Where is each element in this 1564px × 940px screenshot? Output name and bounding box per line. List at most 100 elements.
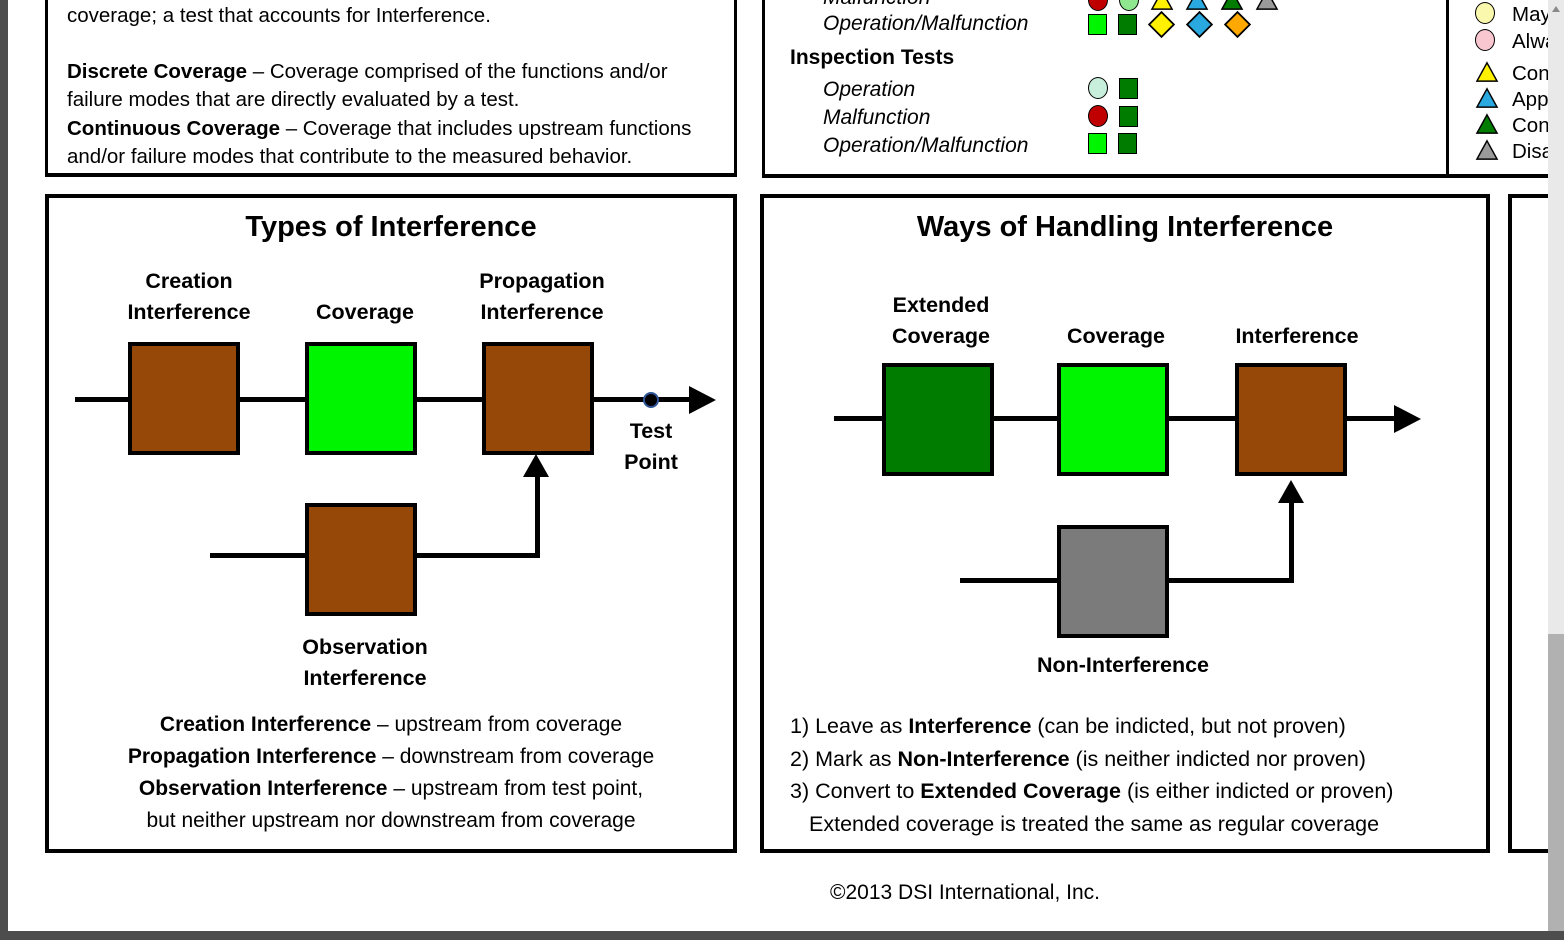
test-row-icons [1088, 77, 1138, 99]
arrowhead-up-icon [523, 454, 549, 477]
scroll-up-button[interactable] [1548, 0, 1564, 18]
legend-icon [1475, 2, 1495, 24]
noninterference-feed-riser [1289, 501, 1294, 583]
arrowhead-up-icon [1278, 480, 1304, 503]
inspection-row-malfunction: Malfunction [765, 105, 1446, 132]
test-point-dot [643, 392, 659, 408]
label-line: Coverage [892, 324, 990, 348]
legend-icon [1475, 113, 1499, 135]
gray-triangle-icon [1255, 0, 1279, 10]
definition-continuous: Continuous Coverage – Coverage that incl… [67, 115, 727, 172]
dark-green-triangle-icon [1475, 113, 1499, 134]
panel-title: Ways of Handling Interference [916, 211, 1334, 243]
ways-of-handling-interference-panel: Ways of Handling Interference Extended C… [760, 194, 1490, 853]
light-green-circle-icon [1119, 0, 1139, 11]
definition-line: Creation Interference – upstream from co… [49, 709, 733, 741]
option-text: (is neither indicted nor proven) [1069, 746, 1366, 771]
pale-yellow-circle-icon [1475, 2, 1495, 24]
interference-label: Interference [1235, 324, 1359, 348]
interference-box [1235, 363, 1347, 476]
label-line: Creation [145, 269, 233, 293]
option-line: 3) Convert to Extended Coverage (is eith… [790, 775, 1393, 808]
option-text: (is either indicted or proven) [1120, 779, 1394, 803]
vertical-scrollbar[interactable] [1548, 0, 1564, 940]
test-row-operation-malfunction: Operation/Malfunction [765, 11, 1446, 38]
yellow-triangle-icon [1150, 0, 1174, 10]
definition-text: – downstream from coverage [376, 745, 655, 768]
yellow-triangle-icon [1475, 61, 1499, 82]
dark-green-triangle-icon [1220, 0, 1244, 10]
dark-green-square-icon [1119, 77, 1138, 99]
gray-triangle-icon [1475, 139, 1499, 160]
definition-note: but neither upstream nor downstream from… [146, 809, 636, 832]
legend-label: May [1512, 3, 1551, 26]
label-line: Observation [302, 635, 428, 659]
dark-green-square-icon [1118, 14, 1137, 35]
coverage-box [305, 342, 417, 455]
legend-item: Apply [1449, 87, 1564, 114]
creation-interference-label: Creation Interference [89, 266, 289, 328]
test-row-icons [1088, 0, 1279, 11]
test-row-label: Malfunction [823, 106, 931, 129]
legend-icon [1475, 61, 1499, 83]
bright-green-square-icon [1088, 14, 1107, 35]
legend-icon [1475, 139, 1499, 161]
blue-triangle-icon [1475, 87, 1499, 108]
scrollbar-thumb[interactable] [1548, 634, 1564, 931]
test-types-panel: Malfunction Operation/Malfunction Inspec… [762, 0, 1446, 178]
extended-coverage-box [882, 363, 994, 476]
propagation-interference-box [482, 342, 594, 455]
label-line: Interference [127, 300, 251, 324]
test-row-icons [1088, 133, 1137, 154]
coverage-label: Coverage [1067, 324, 1165, 348]
legend-item: Conv [1449, 113, 1564, 140]
blue-triangle-icon [1185, 0, 1209, 10]
interference-definitions: Creation Interference – upstream from co… [49, 709, 733, 837]
definition-term: Creation Interference [159, 713, 372, 736]
test-point-label: Test Point [586, 416, 716, 478]
test-row-icons [1088, 11, 1251, 38]
definition-text: – upstream from test point, [387, 777, 644, 800]
mint-circle-icon [1088, 77, 1108, 99]
label-line: Interference [303, 666, 427, 690]
non-interference-label: Non-Interference [1036, 653, 1210, 677]
red-circle-icon [1088, 0, 1108, 11]
label-line: Point [624, 450, 678, 474]
label-line: Test [629, 419, 673, 443]
dark-green-square-icon [1118, 133, 1137, 154]
red-circle-icon [1088, 105, 1108, 127]
legend-icon [1475, 29, 1495, 51]
propagation-interference-label: Propagation Interference [442, 266, 642, 328]
inspection-row-operation: Operation [765, 77, 1446, 104]
coverage-definitions-panel: coverage; a test that accounts for Inter… [45, 0, 737, 177]
option-text: 2) Mark as [790, 746, 898, 771]
option-text: 1) Leave as [790, 714, 909, 738]
test-row-clipped: Malfunction [765, 0, 1446, 12]
definition-line: Propagation Interference – downstream fr… [49, 741, 733, 773]
option-note: Extended coverage is treated the same as… [809, 811, 1380, 836]
window-bottom-edge [0, 931, 1564, 940]
test-row-icons [1088, 105, 1138, 127]
legend-label: Conv [1512, 114, 1560, 137]
option-line: 1) Leave as Interference (can be indicte… [790, 710, 1393, 743]
pink-circle-icon [1475, 29, 1495, 51]
label-line: Interference [480, 300, 604, 324]
definition-text: – Coverage that includes upstream functi… [67, 116, 692, 169]
blue-diamond-icon [1186, 11, 1213, 38]
arrowhead-right-icon [1394, 405, 1421, 433]
intro-text: coverage; a test that accounts for Inter… [67, 4, 491, 27]
option-line: 2) Mark as Non-Interference (is neither … [790, 743, 1393, 776]
legend-item: Contr [1449, 61, 1564, 88]
types-of-interference-panel: Types of Interference Creation Interfere… [45, 194, 737, 853]
legend-item: Disab [1449, 139, 1564, 166]
definition-term: Observation Interference [138, 777, 388, 800]
yellow-diamond-icon [1148, 11, 1175, 38]
non-interference-box [1057, 525, 1169, 638]
inspection-row-operation-malfunction: Operation/Malfunction [765, 133, 1446, 160]
legend-item: May [1449, 2, 1564, 29]
creation-interference-box [128, 342, 240, 455]
extended-coverage-label: Extended Coverage [841, 290, 1041, 352]
orange-diamond-icon [1224, 11, 1251, 38]
definition-term: Continuous Coverage [67, 116, 280, 140]
observation-interference-box [305, 503, 417, 616]
